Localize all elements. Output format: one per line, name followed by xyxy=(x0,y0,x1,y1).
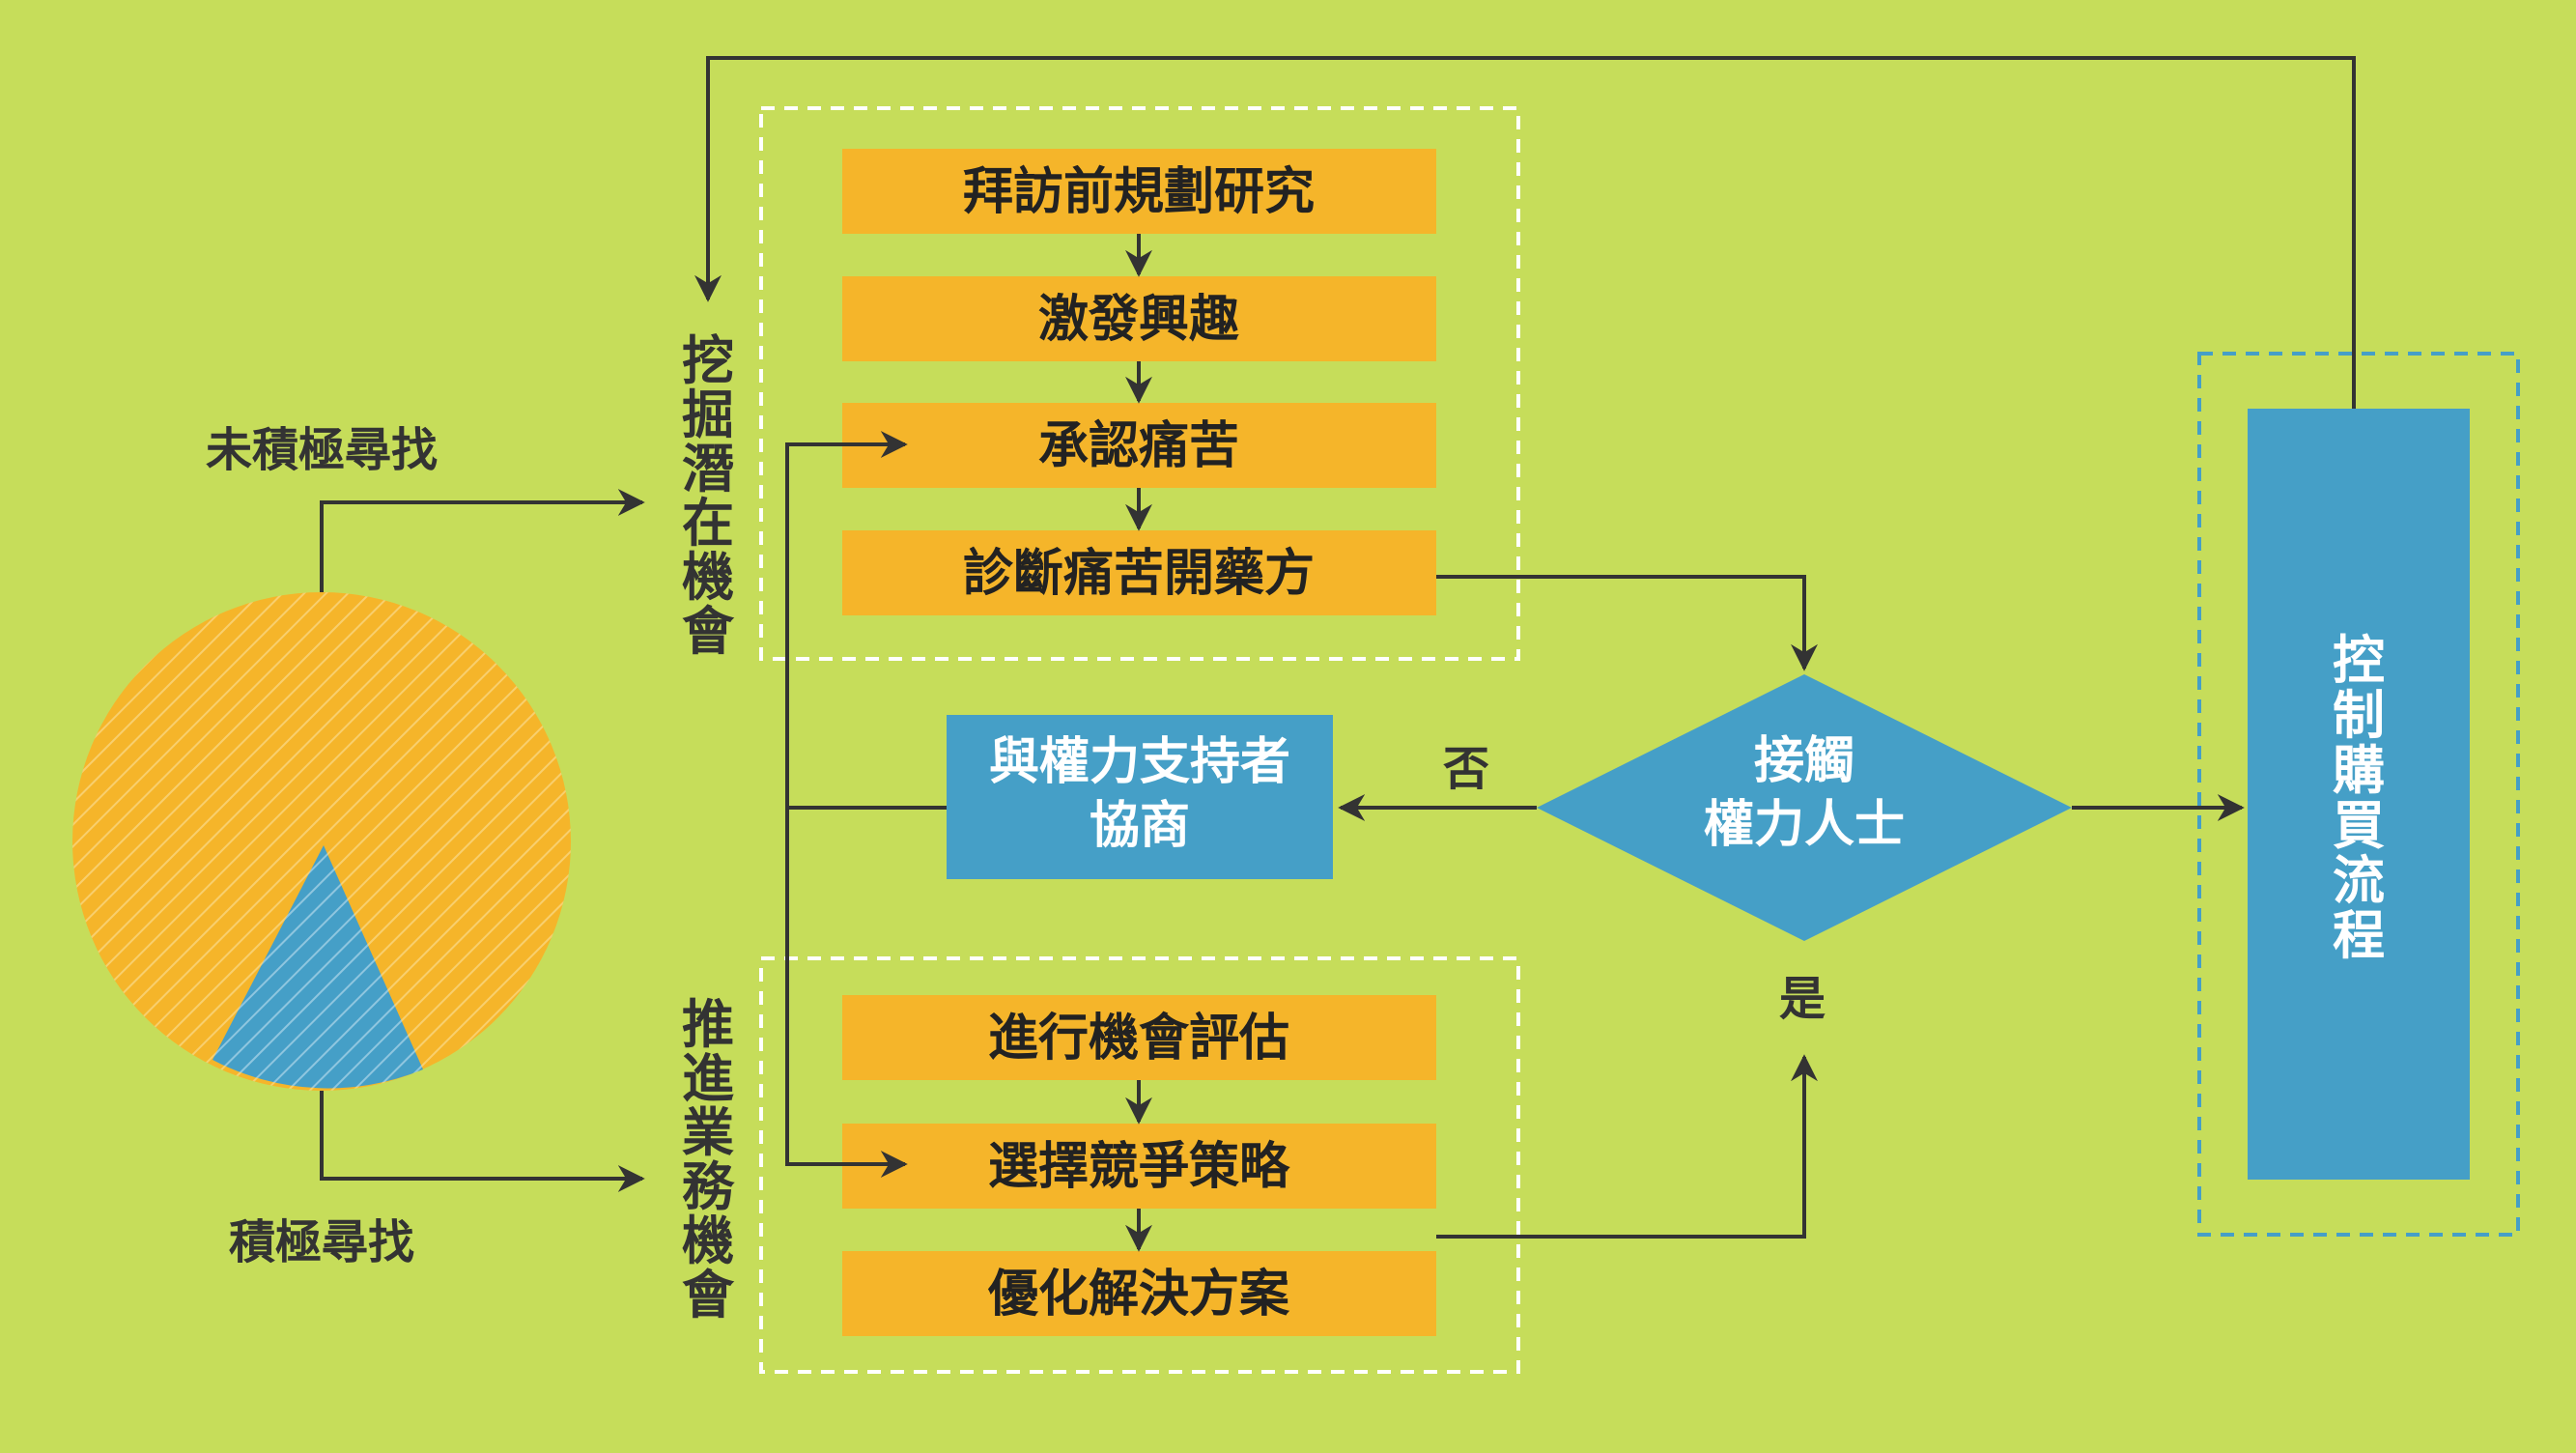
v-explore-text: 挖掘潛在機會 xyxy=(682,330,735,662)
v-advance-text: 推進業務機會 xyxy=(682,994,735,1325)
label-active: 積極尋找 xyxy=(229,1215,414,1269)
top-step-2-label: 激發興趣 xyxy=(1038,291,1239,349)
frame-explore xyxy=(759,106,1520,661)
decision-diamond: 接觸 權力人士 xyxy=(1537,674,2072,941)
bottom-step-3-label: 優化解決方案 xyxy=(987,1266,1290,1324)
arrow-active xyxy=(320,1091,645,1192)
label-not-active: 未積極尋找 xyxy=(206,423,438,477)
bottom-step-2: 選擇競爭策略 xyxy=(842,1124,1436,1209)
label-yes: 是 xyxy=(1779,972,1826,1026)
bottom-step-3: 優化解決方案 xyxy=(842,1251,1436,1336)
control-bar xyxy=(2248,409,2470,1180)
decision-line-1: 接觸 xyxy=(1754,732,1854,790)
label-no: 否 xyxy=(1443,742,1489,796)
negotiate-line-1: 與權力支持者 xyxy=(989,733,1290,791)
top-step-1-label: 拜訪前規劃研究 xyxy=(963,163,1315,221)
frame-control xyxy=(2197,352,2520,1237)
top-step-3: 承認痛苦 xyxy=(842,403,1436,488)
group-label-explore: 挖掘潛在機會 xyxy=(682,330,735,662)
pie-graphic xyxy=(72,592,571,1091)
bottom-step-2-label: 選擇競爭策略 xyxy=(988,1138,1290,1196)
v-control-text: 控制購買流程 xyxy=(2333,630,2385,966)
control-label: 控制購買流程 xyxy=(2333,630,2385,966)
bottom-step-1-label: 進行機會評估 xyxy=(988,1010,1289,1068)
pie-orange-area xyxy=(72,592,571,1091)
top-step-3-label: 承認痛苦 xyxy=(1038,417,1239,475)
arrow-negotiate-to-strategy xyxy=(785,808,908,1178)
arrow-negotiate-to-pain xyxy=(785,431,947,810)
top-step-4: 診斷痛苦開藥方 xyxy=(842,530,1436,615)
negotiate-box: 與權力支持者 協商 xyxy=(947,715,1333,879)
frame-advance xyxy=(759,956,1520,1374)
top-step-2: 激發興趣 xyxy=(842,276,1436,361)
bottom-step-1: 進行機會評估 xyxy=(842,995,1436,1080)
top-step-4-label: 診斷痛苦開藥方 xyxy=(963,545,1315,603)
arrow-not-active xyxy=(320,489,645,592)
arrow-control-feedback xyxy=(694,56,2356,409)
top-step-1: 拜訪前規劃研究 xyxy=(842,149,1436,234)
arrow-diagnose-to-decision xyxy=(1436,575,1818,671)
group-label-advance: 推進業務機會 xyxy=(682,994,735,1325)
decision-line-2: 權力人士 xyxy=(1704,796,1905,854)
arrow-optimize-to-yes xyxy=(1436,1054,1818,1239)
negotiate-line-2: 協商 xyxy=(1090,797,1190,855)
pie-blue-slice xyxy=(212,845,423,1089)
